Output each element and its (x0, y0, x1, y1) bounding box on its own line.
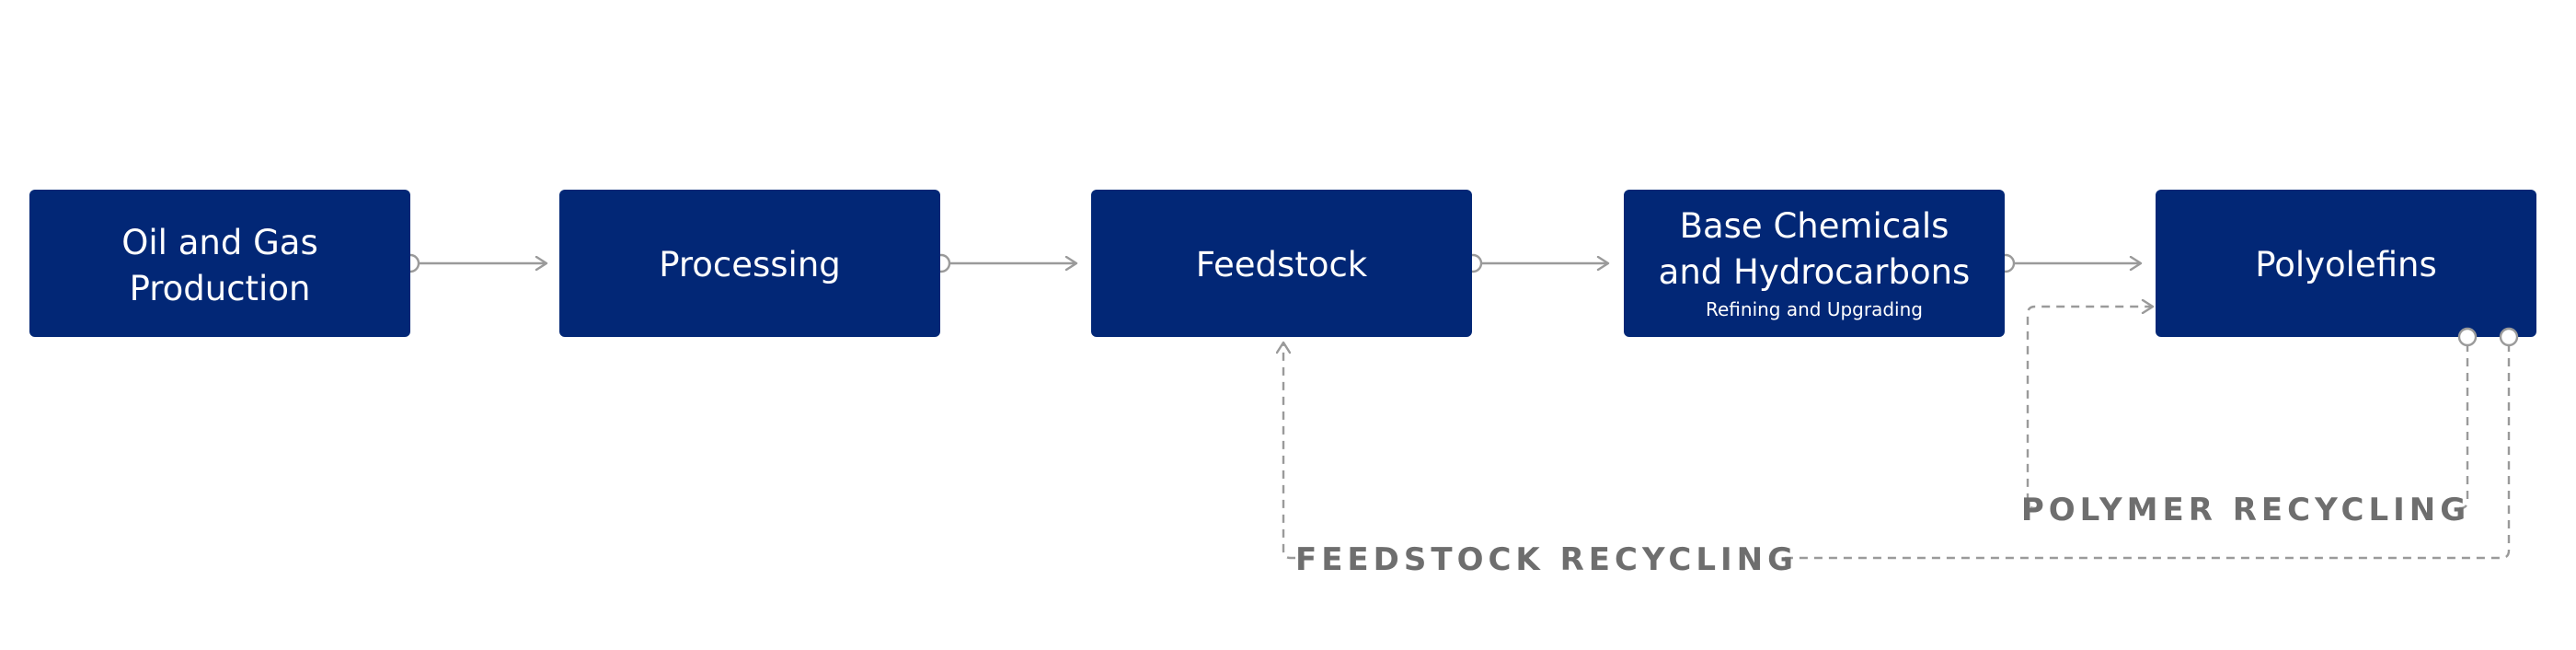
node-label-oil-and-gas-production-line-2: Production (130, 269, 311, 308)
polymer-loop-start (2457, 327, 2478, 347)
node-box-base-chemicals[interactable] (1624, 190, 2005, 337)
node-label-processing: Processing (659, 245, 841, 284)
node-box-feedstock[interactable] (1091, 190, 1472, 337)
node-label-oil-and-gas-production-line-1: Oil and Gas (121, 223, 317, 262)
connector-feedstock-to-base-chemicals (1463, 253, 1608, 273)
node-box-oil-and-gas-production[interactable] (29, 190, 410, 337)
node-label-base-chemicals-line-2: and Hydrocarbons (1659, 252, 1971, 292)
polymer-recycling-loop (2026, 307, 2469, 510)
process-boxes (29, 190, 2536, 337)
node-label-feedstock: Feedstock (1196, 245, 1368, 284)
polymer-recycling-label: POLYMER RECYCLING (2021, 492, 2470, 528)
connector-base-chemicals-to-polyolefins (1995, 253, 2141, 273)
feedstock-loop-start (2499, 327, 2519, 347)
recycling-loops (1283, 307, 2511, 560)
connector-oil-to-processing (400, 253, 546, 273)
box-labels: Oil and Gas Production Processing Feedst… (121, 206, 2436, 320)
loop-start-markers (2457, 327, 2519, 347)
feedstock-recycling-label: FEEDSTOCK RECYCLING (1295, 541, 1798, 578)
node-label-polyolefins: Polyolefins (2255, 245, 2437, 284)
node-box-polyolefins[interactable] (2156, 190, 2536, 337)
node-box-processing[interactable] (559, 190, 940, 337)
node-label-base-chemicals-line-1: Base Chemicals (1680, 206, 1949, 246)
connector-processing-to-feedstock (931, 253, 1076, 273)
node-subtitle-base-chemicals: Refining and Upgrading (1706, 298, 1923, 320)
feedstock-recycling-loop (1283, 342, 2511, 560)
